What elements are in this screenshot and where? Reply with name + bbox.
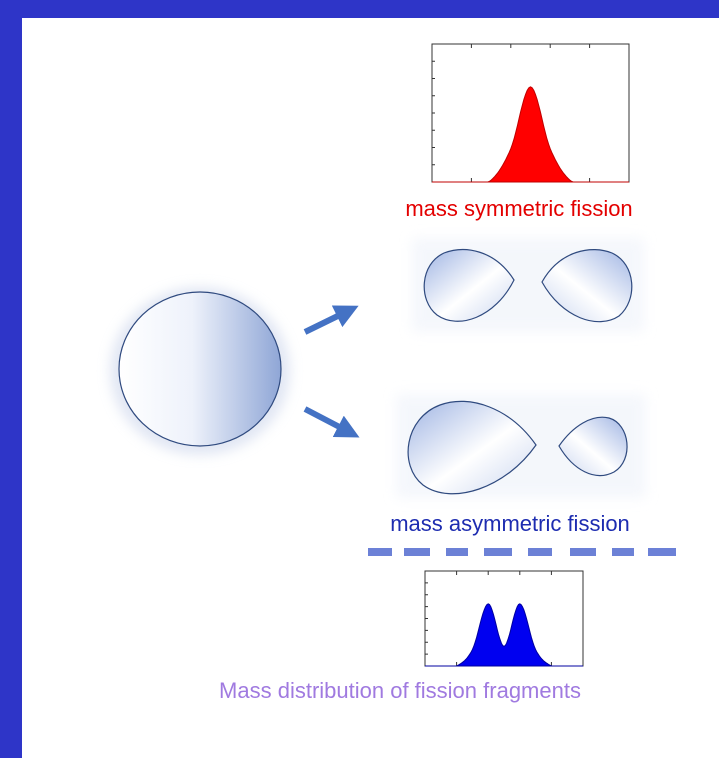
symmetric-distribution-chart — [431, 43, 630, 183]
asymmetric-fragments — [396, 394, 646, 498]
asymmetric-fission-label: mass asymmetric fission — [390, 511, 630, 536]
asymmetric-fragment-large — [407, 400, 537, 495]
symmetric-fragment-left — [423, 249, 515, 322]
asymmetric-distribution-chart — [424, 570, 584, 667]
arrow-to-symmetric — [303, 305, 359, 335]
obscured-text-strip — [368, 548, 676, 556]
symmetric-peak — [432, 86, 629, 183]
symmetric-fragment-right — [541, 249, 633, 323]
asymmetric-double-peak — [425, 603, 583, 667]
symmetric-fission-label: mass symmetric fission — [405, 196, 633, 221]
parent-nucleus — [110, 287, 290, 455]
mass-distribution-caption: Mass distribution of fission fragments — [219, 678, 581, 703]
symmetric-fragments — [412, 238, 644, 332]
asymmetric-fragment-small — [558, 416, 628, 477]
arrow-to-asymmetric — [303, 406, 360, 438]
